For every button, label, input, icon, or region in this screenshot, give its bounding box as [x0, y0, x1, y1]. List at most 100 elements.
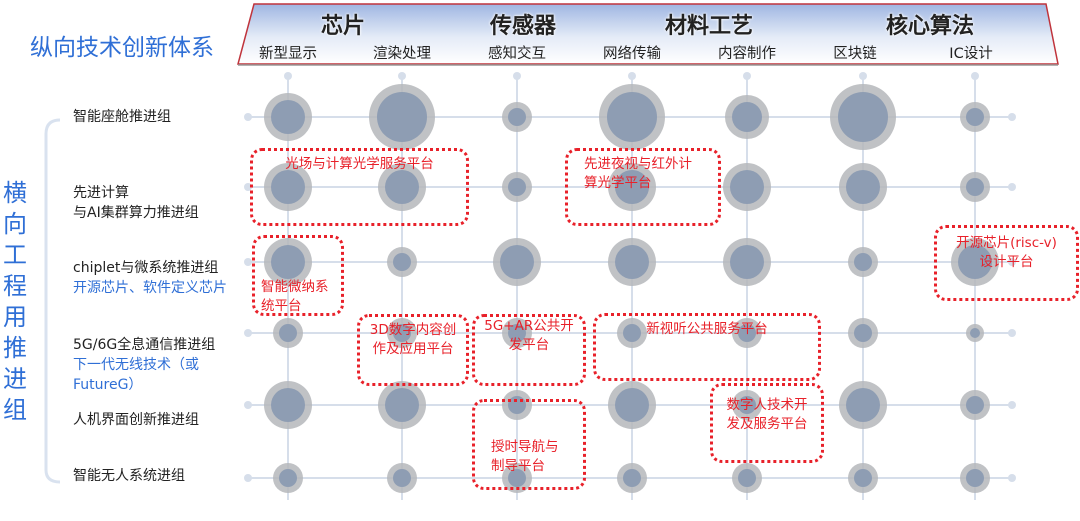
grid-dot [244, 258, 252, 266]
category-banner [237, 3, 1059, 66]
node [279, 324, 297, 342]
grid-dot [628, 72, 636, 80]
grid-dot [284, 72, 292, 80]
grid-dot [743, 72, 751, 80]
node [966, 469, 984, 487]
column-header: 内容制作 [718, 46, 776, 62]
node [970, 328, 980, 338]
column-header: 感知交互 [488, 46, 546, 62]
category-chip: 芯片 [320, 14, 366, 39]
platform-box: 先进夜视与红外计算光学平台 [565, 148, 721, 226]
column-header: IC设计 [949, 46, 993, 62]
row-label: 人机界面创新推进组 [73, 410, 199, 430]
platform-label: 开源芯片(risc-v) [956, 235, 1057, 251]
node [623, 324, 641, 342]
node [500, 245, 534, 279]
grid-dot [1008, 329, 1016, 337]
grid-dot [971, 72, 979, 80]
row-label-subline: FutureG） [73, 377, 143, 393]
row-label-line: 人机界面创新推进组 [73, 412, 199, 428]
node [966, 178, 984, 196]
node [732, 102, 762, 132]
node [854, 253, 872, 271]
row-label-line: 智能座舱推进组 [73, 109, 171, 125]
vertical-innovation-title: 纵向技术创新体系 [30, 35, 214, 61]
category-algorithm: 核心算法 [885, 14, 975, 39]
node [385, 388, 419, 422]
grid-dot [244, 474, 252, 482]
node [393, 324, 411, 342]
row-label: chiplet与微系统推进组开源芯片、软件定义芯片 [73, 258, 227, 298]
node [854, 469, 872, 487]
platform-label: 算光学平台 [584, 175, 652, 191]
node [271, 388, 305, 422]
row-label: 智能座舱推进组 [73, 107, 171, 127]
row-label: 智能无人系统进组 [73, 466, 185, 486]
row-label-line: 5G/6G全息通信推进组 [73, 337, 216, 353]
node [738, 469, 756, 487]
platform-label: 新视听公共服务平台 [646, 321, 768, 337]
node [377, 92, 427, 142]
node [846, 388, 880, 422]
node [738, 324, 756, 342]
category-sensor: 传感器 [489, 14, 557, 39]
node [730, 170, 764, 204]
node [615, 245, 649, 279]
grid-dot [244, 329, 252, 337]
node [508, 108, 526, 126]
node [279, 469, 297, 487]
grid-dot [859, 72, 867, 80]
node [966, 108, 984, 126]
column-header: 渲染处理 [373, 46, 431, 62]
platform-label: 设计平台 [979, 254, 1034, 270]
node [607, 92, 657, 142]
node [508, 178, 526, 196]
grid-dot [244, 401, 252, 409]
platform-box: 新视听公共服务平台 [593, 313, 821, 381]
column-header: 区块链 [833, 46, 877, 62]
horizontal-engineering-title: 横向工程用推进组 [3, 179, 27, 424]
banner-text-layer: 芯片 传感器 材料工艺 核心算法 新型显示 渲染处理 感知交互 网络传输 内容制… [236, 2, 1060, 66]
row-label-line: 先进计算 [73, 185, 129, 201]
platform-label: 发平台 [508, 337, 550, 353]
node [271, 100, 305, 134]
node [854, 324, 872, 342]
node [615, 388, 649, 422]
platform-label: 光场与计算光学服务平台 [285, 156, 434, 172]
platform-label: 发及服务平台 [726, 416, 808, 432]
row-label-line: 智能无人系统进组 [73, 468, 185, 484]
platform-label: 智能微纳系 [261, 279, 329, 295]
platform-label: 作及应用平台 [372, 341, 454, 357]
grid-dot [1008, 113, 1016, 121]
platform-box: 3D数字内容创作及应用平台 [357, 314, 469, 386]
node [623, 469, 641, 487]
platform-box: 开源芯片(risc-v) 设计平台 [934, 225, 1079, 301]
node [738, 396, 756, 414]
node [615, 170, 649, 204]
node [271, 170, 305, 204]
platform-label: 3D数字内容创 [369, 322, 457, 338]
platform-label: 数字人技术开 [726, 397, 808, 413]
node [508, 324, 526, 342]
node [838, 92, 888, 142]
node [508, 469, 526, 487]
platform-label: 制导平台 [491, 458, 545, 474]
platform-box: 光场与计算光学服务平台 [250, 148, 469, 226]
column-header: 新型显示 [259, 46, 317, 62]
platform-box: 授时导航与制导平台 [472, 399, 586, 490]
row-label: 5G/6G全息通信推进组下一代无线技术（或 FutureG） [73, 335, 215, 395]
node [271, 245, 305, 279]
row-label-subline: 下一代无线技术（或 [73, 357, 199, 373]
grid-dot [398, 72, 406, 80]
column-header: 网络传输 [603, 46, 661, 62]
grid-dot [513, 72, 521, 80]
node [966, 396, 984, 414]
row-bracket [44, 118, 61, 484]
grid-dot [1008, 183, 1016, 191]
node [730, 245, 764, 279]
node [393, 469, 411, 487]
node [393, 253, 411, 271]
grid-dot [1008, 401, 1016, 409]
node [385, 170, 419, 204]
